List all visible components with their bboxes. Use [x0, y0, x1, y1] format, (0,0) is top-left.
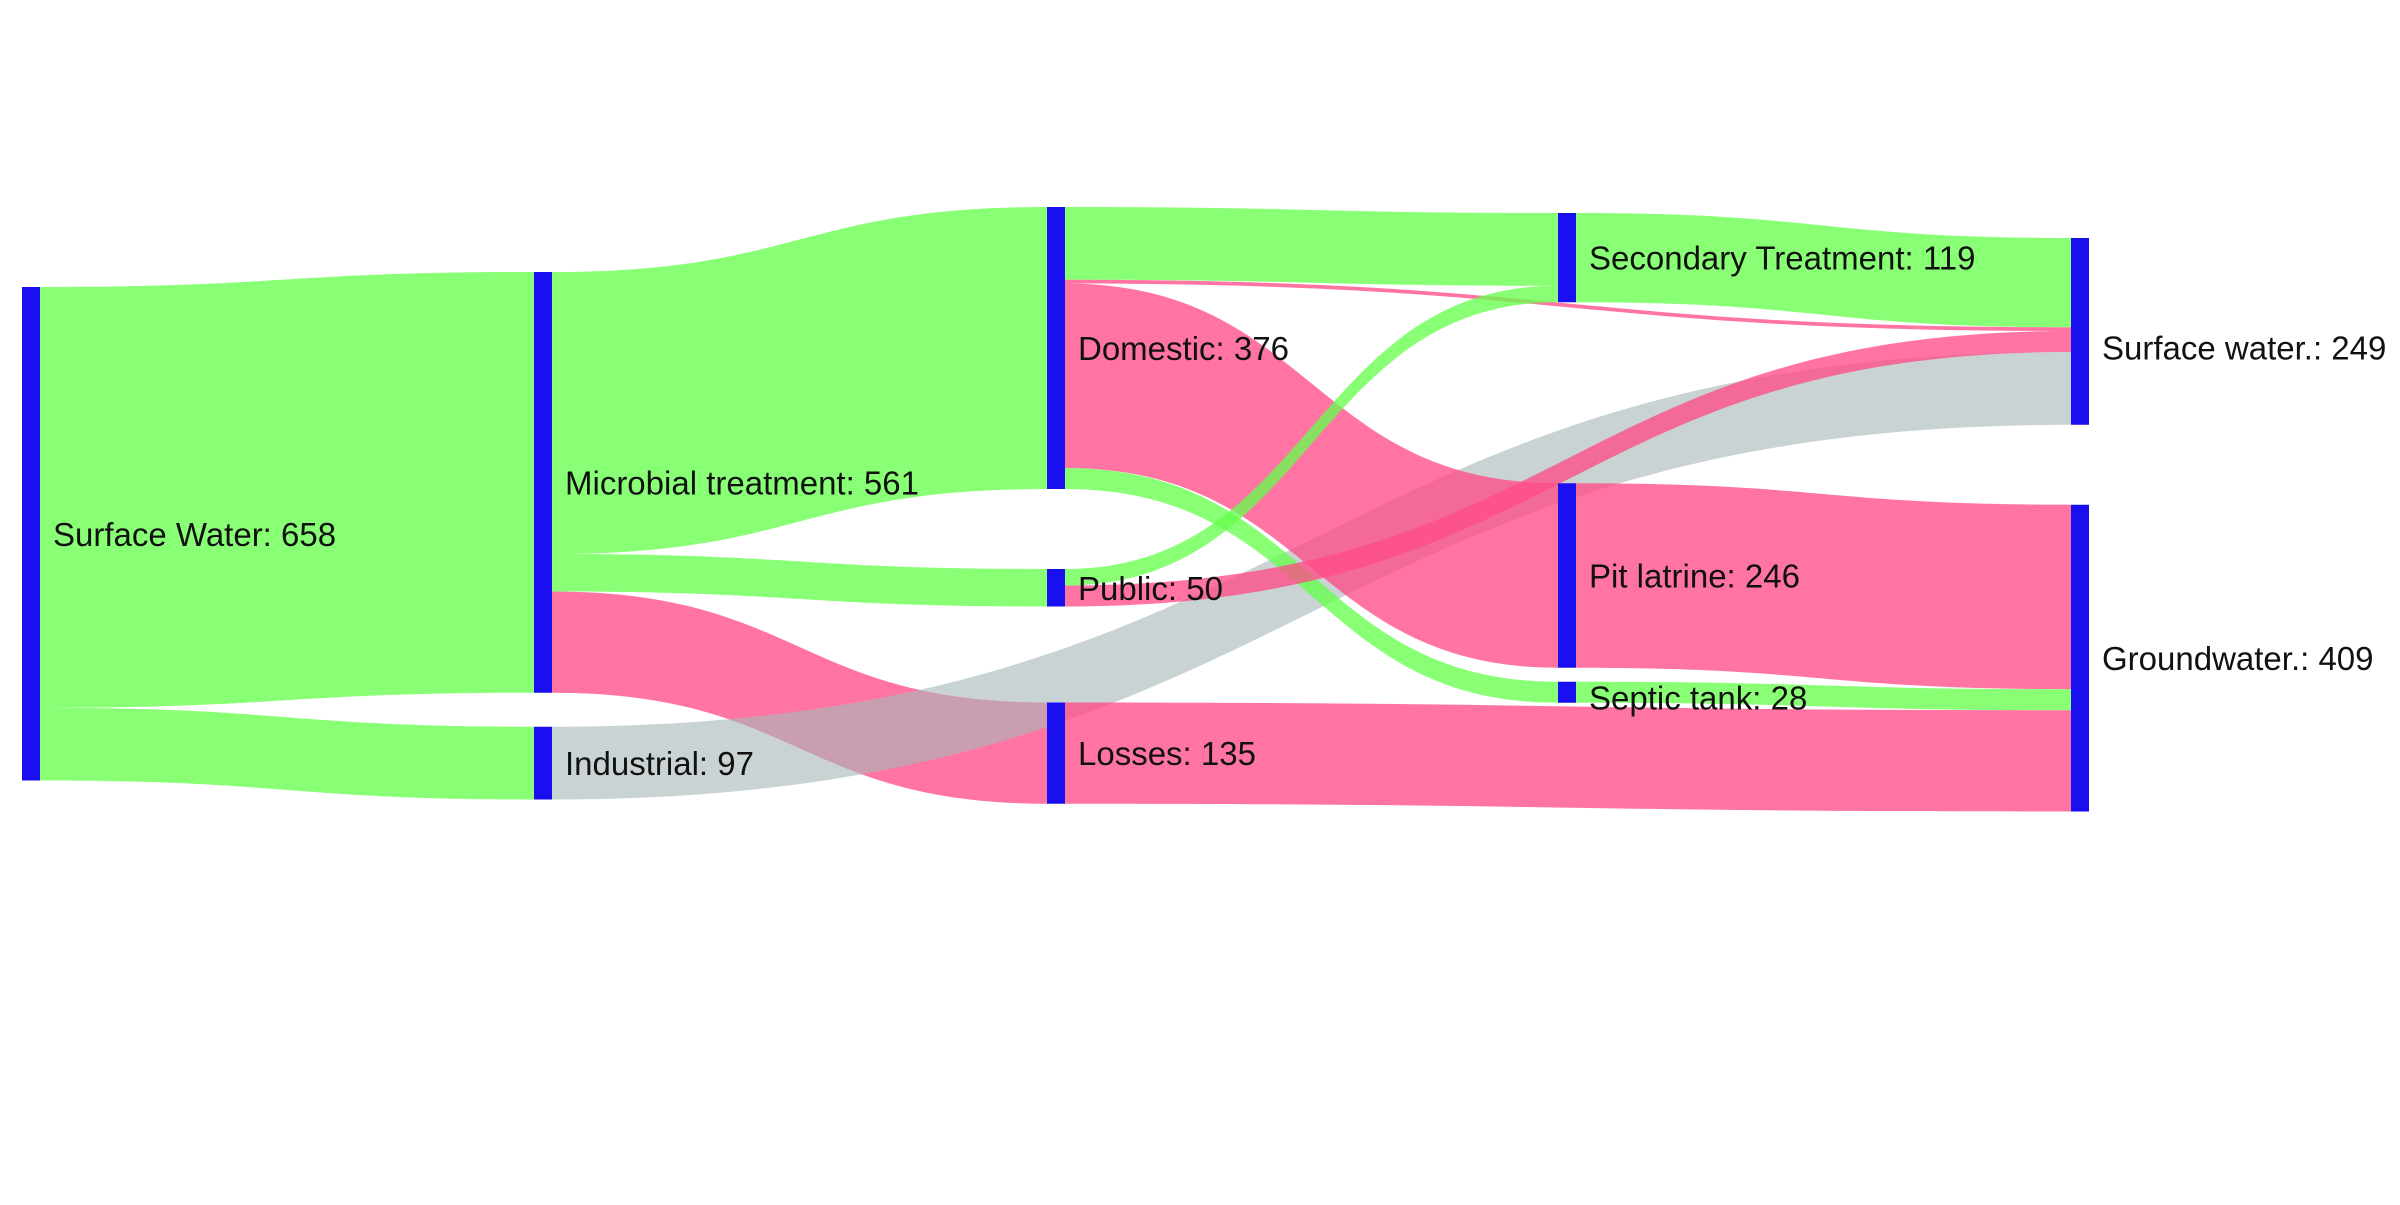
- link-septic-to-groundwater: [1576, 681, 2071, 711]
- link-domestic-to-pit_latrine: [1065, 283, 1558, 668]
- node-bar-secondary: [1558, 213, 1576, 303]
- link-domestic-to-secondary: [1065, 207, 1558, 286]
- node-bar-microbial: [534, 272, 552, 693]
- labels-layer: Surface Water: 658 Microbial treatment: 5…: [53, 240, 2386, 783]
- node-bar-septic: [1558, 681, 1576, 703]
- link-microbial-to-public: [552, 554, 1047, 607]
- node-bar-pit-latrine: [1558, 483, 1576, 668]
- node-bar-domestic: [1047, 207, 1065, 489]
- node-label-septic: Septic tank: 28: [1589, 679, 1807, 716]
- link-domestic-to-septic: [1065, 468, 1558, 703]
- node-label-microbial: Microbial treatment: 561: [565, 464, 919, 501]
- node-label-surface-out: Surface water.: 249: [2102, 329, 2386, 366]
- node-bar-losses: [1047, 702, 1065, 804]
- link-public-to-surface_out: [1065, 331, 2071, 607]
- link-microbial-to-domestic: [552, 207, 1047, 554]
- node-label-surface-water: Surface Water: 658: [53, 516, 336, 553]
- link-surface_water-to-microbial: [40, 272, 534, 708]
- node-label-industrial: Industrial: 97: [565, 745, 754, 782]
- link-domestic-to-surface_out: [1065, 279, 2071, 331]
- links-layer: [40, 207, 2071, 812]
- node-bar-industrial: [534, 726, 552, 800]
- node-label-losses: Losses: 135: [1078, 735, 1256, 772]
- link-surface_water-to-industrial: [40, 707, 534, 800]
- nodes-layer: [22, 207, 2089, 812]
- node-bar-groundwater: [2071, 504, 2089, 812]
- node-label-domestic: Domestic: 376: [1078, 330, 1289, 367]
- node-label-secondary: Secondary Treatment: 119: [1589, 240, 1975, 277]
- link-public-to-secondary: [1065, 285, 1558, 586]
- node-bar-surface-water: [22, 287, 40, 781]
- link-secondary-to-surface_out: [1576, 213, 2071, 328]
- node-label-public: Public: 50: [1078, 570, 1223, 607]
- node-label-pit-latrine: Pit latrine: 246: [1589, 558, 1800, 595]
- node-label-groundwater: Groundwater.: 409: [2102, 640, 2374, 677]
- node-bar-public: [1047, 569, 1065, 607]
- link-pit_latrine-to-groundwater: [1576, 483, 2071, 690]
- link-losses-to-groundwater: [1065, 702, 2071, 812]
- node-bar-surface-out: [2071, 238, 2089, 425]
